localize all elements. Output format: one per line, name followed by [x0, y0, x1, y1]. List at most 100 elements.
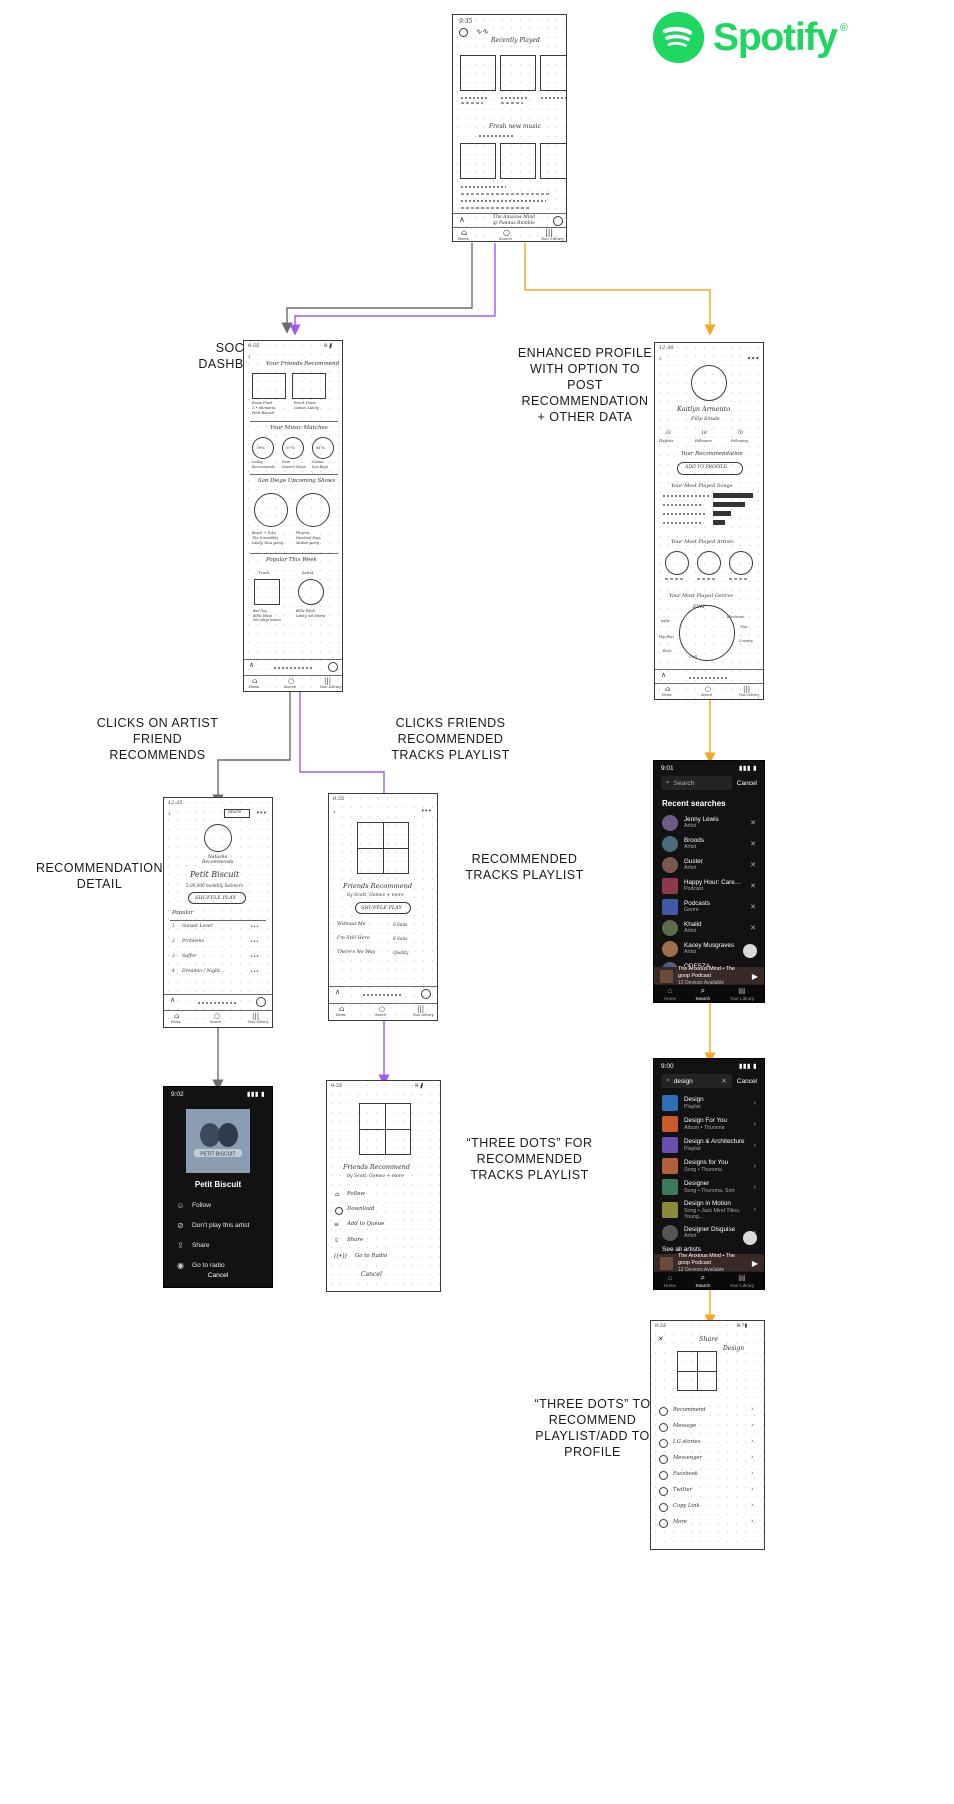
chevron-right-icon[interactable]: › [751, 1486, 754, 1493]
chevron-right-icon[interactable]: › [751, 1422, 754, 1429]
list-item[interactable]: Design Playlist › [654, 1091, 764, 1114]
back-icon[interactable]: ‹ [333, 808, 336, 816]
cancel-button[interactable]: Cancel [736, 779, 757, 787]
artist-thumb[interactable] [729, 551, 753, 575]
wireframe-tracks-playlist[interactable]: 9:55 ‹ ••• Friends Recommend by Scott, G… [328, 793, 438, 1021]
wireframe-home[interactable]: 9:35 ∿∿ Recently Played Fresh new music … [452, 14, 567, 242]
share-option-copy-link[interactable]: Copy Link [673, 1503, 700, 1509]
tab-bar[interactable]: ⌂Home ⌕Search ▤Your Library [654, 1271, 764, 1289]
instagram-icon[interactable] [659, 1439, 668, 1448]
scroll-fab[interactable] [743, 944, 757, 958]
sketch-card[interactable] [254, 579, 280, 605]
sketch-library-icon[interactable]: ||| [417, 1005, 425, 1013]
artist-thumb[interactable] [697, 551, 721, 575]
share-option-recommend[interactable]: Recommend [673, 1407, 706, 1413]
list-item[interactable]: Happy Hour: Career Talk with B... Podcas… [654, 875, 764, 896]
sketch-search-icon[interactable]: ○ [214, 1012, 221, 1020]
clear-icon[interactable]: ✕ [721, 1078, 727, 1085]
back-icon[interactable]: ‹ [659, 355, 662, 363]
menu-item-follow[interactable]: ☺ Follow [164, 1195, 272, 1215]
menu-follow[interactable]: Follow [347, 1191, 365, 1197]
search-input[interactable]: ⌕ Search [661, 776, 732, 790]
search-input[interactable]: ⌕ design ✕ [661, 1074, 732, 1088]
chevron-right-icon[interactable]: › [753, 1183, 756, 1191]
remove-icon[interactable]: ✕ [750, 882, 756, 890]
scroll-fab[interactable] [743, 1231, 757, 1245]
queue-icon[interactable]: ≡ [334, 1221, 340, 1228]
play-icon[interactable]: ▶ [751, 971, 758, 981]
menu-item-dont-play[interactable]: ⊘ Don't play this artist [164, 1215, 272, 1235]
follow-icon[interactable]: ⌂ [335, 1191, 340, 1198]
sketch-home-icon[interactable]: ⌂ [665, 685, 671, 693]
menu-item-go-to-radio[interactable]: ◉ Go to radio [164, 1255, 272, 1275]
sketch-card[interactable] [540, 55, 566, 91]
cancel-button[interactable]: Cancel [361, 1271, 382, 1278]
copy-link-icon[interactable] [659, 1503, 668, 1512]
sketch-card[interactable] [460, 143, 496, 179]
add-to-profile-button[interactable] [677, 462, 743, 475]
three-dots-icon[interactable]: ••• [747, 355, 760, 363]
tab-bar[interactable]: ⌂Home ⌕Search ▤Your Library [654, 984, 764, 1002]
sketch-card[interactable] [500, 55, 536, 91]
close-icon[interactable]: ✕ [657, 1335, 663, 1343]
list-item[interactable]: Designs for You Song • Thursma › [654, 1156, 764, 1177]
list-item[interactable]: Broods Artist ✕ [654, 833, 764, 854]
sketch-play-icon[interactable] [328, 662, 338, 672]
play-icon[interactable]: ▶ [751, 1258, 758, 1268]
list-item[interactable]: Podcasts Genre ✕ [654, 896, 764, 917]
menu-share[interactable]: Share [347, 1237, 364, 1243]
tab-your-library[interactable]: ▤Your Library [730, 1273, 755, 1288]
remove-icon[interactable]: ✕ [750, 924, 756, 932]
now-playing-bar[interactable]: The Anxious Mind • The goop Podcast 12 D… [654, 966, 764, 986]
chevron-right-icon[interactable]: › [751, 1502, 754, 1509]
share-icon[interactable]: ⇪ [334, 1237, 340, 1244]
wireframe-playlist-three-dots[interactable]: 9:55 ⊪❚ Friends Recommend by Scott, Gome… [326, 1080, 441, 1292]
tab-search[interactable]: ⌕Search [696, 986, 711, 1001]
share-option-facebook[interactable]: Facebook [673, 1471, 699, 1477]
search-row[interactable]: ⌕ Search Cancel [654, 773, 764, 793]
chevron-right-icon[interactable]: › [751, 1406, 754, 1413]
chevron-right-icon[interactable]: › [751, 1518, 754, 1525]
menu-add-to-queue[interactable]: Add to Queue [347, 1221, 385, 1227]
sketch-home-icon[interactable]: ⌂ [174, 1012, 180, 1020]
shuffle-play-button[interactable] [355, 902, 411, 914]
remove-icon[interactable]: ✕ [750, 819, 756, 827]
app-search-results[interactable]: 9:00 ▮▮▮ ▮ ⌕ design ✕ Cancel Design Play… [653, 1058, 765, 1290]
messenger-icon[interactable] [659, 1455, 668, 1464]
tab-your-library[interactable]: ▤Your Library [730, 986, 755, 1001]
share-chip[interactable] [224, 809, 250, 818]
wireframe-enhanced-profile[interactable]: 12:36 ‹ ••• Kaitlyn Armento Filip Smale … [654, 342, 764, 700]
share-option-twitter[interactable]: Twitter [673, 1487, 693, 1493]
app-artist-three-dots[interactable]: 9:02 ▮▮▮ ▮ PETIT BISCUIT Petit Biscuit ☺… [163, 1086, 273, 1288]
now-playing-bar[interactable]: The Anxious Mind • The goop Podcast 12 D… [654, 1253, 764, 1273]
chevron-right-icon[interactable]: › [753, 1099, 756, 1107]
sketch-home-icon[interactable]: ⌂ [339, 1005, 345, 1013]
remove-icon[interactable]: ✕ [750, 903, 756, 911]
share-option-message[interactable]: Message [673, 1423, 697, 1429]
chevron-right-icon[interactable]: › [753, 1162, 756, 1170]
sketch-card[interactable] [500, 143, 536, 179]
facebook-icon[interactable] [659, 1471, 668, 1480]
remove-icon[interactable]: ✕ [750, 861, 756, 869]
menu-item-share[interactable]: ⇪ Share [164, 1235, 272, 1255]
cancel-button[interactable]: Cancel [736, 1077, 757, 1085]
chevron-right-icon[interactable]: › [753, 1141, 756, 1149]
list-item[interactable]: Khalid Artist ✕ [654, 917, 764, 938]
sketch-card[interactable] [252, 373, 286, 399]
sketch-home-icon[interactable]: ⌂ [461, 228, 468, 237]
share-option-ig-stories[interactable]: I.G stories [673, 1439, 701, 1445]
list-item[interactable]: Guster Artist ✕ [654, 854, 764, 875]
back-icon[interactable]: ‹ [168, 810, 171, 818]
sketch-search-icon[interactable]: ○ [288, 677, 295, 685]
sketch-library-icon[interactable]: ||| [743, 685, 751, 693]
track-more-icon[interactable]: ••• [250, 939, 259, 945]
chevron-right-icon[interactable]: › [751, 1438, 754, 1445]
share-option-more[interactable]: More [673, 1519, 687, 1525]
track-more-icon[interactable]: ••• [250, 969, 259, 975]
sketch-home-icon[interactable]: ⌂ [252, 677, 258, 685]
sketch-search-icon[interactable]: ○ [503, 228, 510, 237]
list-item[interactable]: Design in Motion Song • Jack Mind Titles… [654, 1198, 764, 1223]
menu-download[interactable]: Download [347, 1206, 375, 1212]
track-more-icon[interactable]: ••• [250, 954, 259, 960]
search-row[interactable]: ⌕ design ✕ Cancel [654, 1071, 764, 1091]
